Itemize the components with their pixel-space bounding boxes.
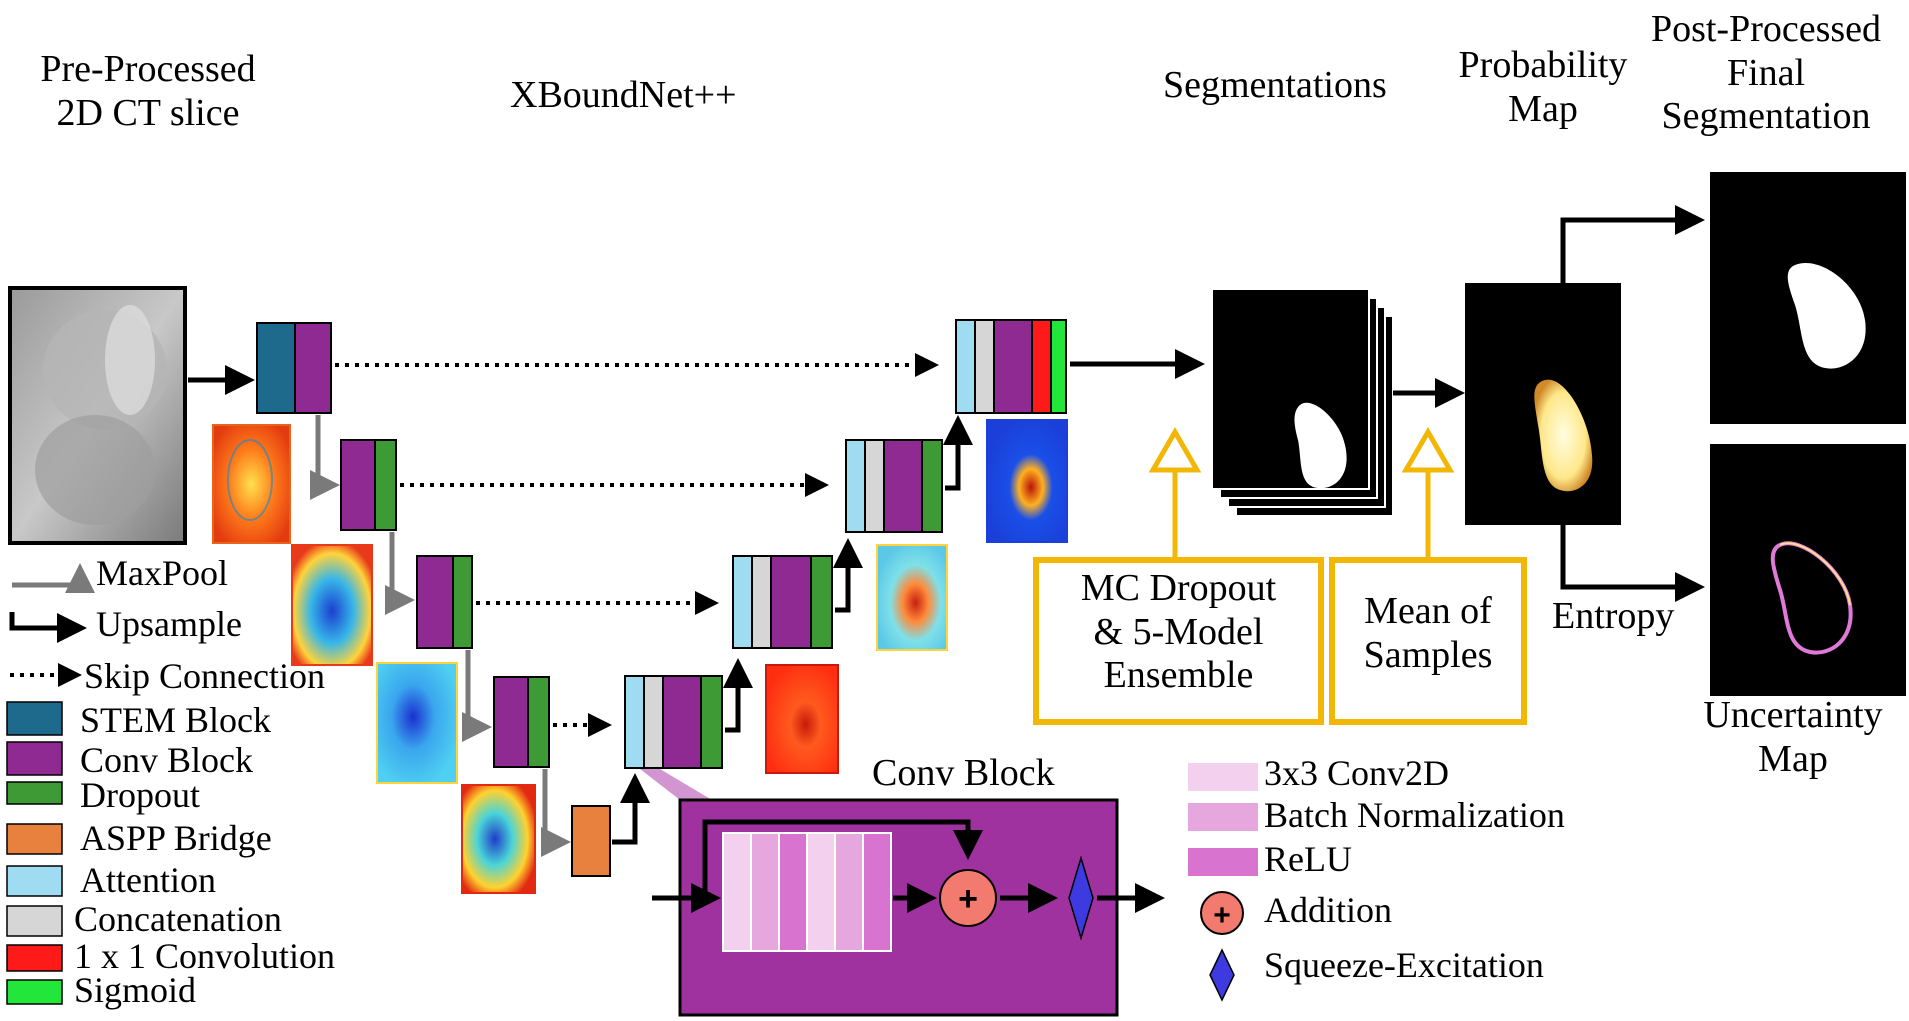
- decoder-block-1: [955, 319, 1067, 414]
- legend-upsample-label: Upsample: [96, 604, 242, 644]
- branch-arrows: [1560, 205, 1705, 602]
- final-title-line-1: Post-Processed: [1650, 8, 1882, 50]
- squeeze-excitation-node: [1068, 855, 1094, 941]
- legend-maxpool-label: MaxPool: [96, 553, 229, 593]
- feature-map-3: [376, 662, 458, 784]
- input-title-line-2: 2D CT slice: [56, 91, 240, 134]
- final-segmentation-image: [1710, 172, 1906, 424]
- conv-block-arrows: [652, 819, 1165, 913]
- probability-title-line-1: Probability: [1458, 44, 1628, 86]
- feature-map-2: [291, 544, 373, 666]
- mc-dropout-line-2: & 5-Model: [1093, 610, 1264, 653]
- mc-dropout-line-1: MC Dropout: [1080, 567, 1277, 609]
- mean-samples-arrow: [1401, 427, 1455, 560]
- segmentations-title: Segmentations: [1163, 64, 1387, 106]
- legend-batchnorm-label: Batch Normalization: [1264, 795, 1565, 835]
- decoder-block-2: [845, 439, 943, 533]
- legend-dropout-label: Dropout: [80, 775, 200, 815]
- final-title: Post-Processed Final Segmentation: [1628, 8, 1904, 139]
- legend-right-swatches: +: [1188, 763, 1258, 1002]
- uncertainty-title: Uncertainty Map: [1680, 694, 1906, 781]
- legend-aspp-label: ASPP Bridge: [80, 818, 272, 858]
- probability-map-image: [1465, 283, 1621, 525]
- uncertainty-map-image: [1710, 444, 1906, 696]
- legend-addition-label: Addition: [1264, 890, 1393, 930]
- feature-map-1: [212, 424, 291, 544]
- conv-block-title: Conv Block: [872, 752, 1055, 794]
- final-title-line-2: Final: [1726, 51, 1806, 94]
- input-title: Pre-Processed 2D CT slice: [8, 48, 288, 135]
- legend-stem-label: STEM Block: [80, 700, 272, 740]
- legend-1x1conv-label: 1 x 1 Convolution: [74, 936, 336, 976]
- probability-title: Probability Map: [1435, 44, 1651, 131]
- segmentation-stack: [1211, 288, 1394, 517]
- legend-upsample-sample: [9, 612, 87, 643]
- feature-map-5: [765, 664, 839, 774]
- legend-attention-label: Attention: [80, 860, 216, 900]
- feature-map-7: [986, 419, 1068, 543]
- conv-block-connector: [640, 769, 712, 800]
- feature-map-6: [876, 544, 948, 651]
- mean-of-samples-line-1: Mean of: [1364, 590, 1492, 632]
- encoder-block-2: [340, 439, 397, 531]
- addition-node: [939, 869, 997, 927]
- final-title-line-3: Segmentation: [1661, 95, 1871, 138]
- mc-dropout-text: MC Dropout & 5-Model Ensemble: [1040, 567, 1317, 698]
- feature-map-4: [461, 784, 536, 894]
- uncertainty-title-line-1: Uncertainty: [1703, 694, 1883, 736]
- mc-dropout-box: [1033, 557, 1324, 725]
- entropy-label: Entropy: [1552, 595, 1675, 637]
- skip-connections: [335, 353, 939, 737]
- legend-conv-label: Conv Block: [80, 740, 254, 780]
- mean-of-samples-text: Mean of Samples: [1336, 590, 1520, 677]
- legend-left-swatches: [6, 701, 63, 1005]
- uncertainty-title-line-2: Map: [1758, 737, 1828, 780]
- encoder-block-1: [256, 322, 332, 414]
- decoder-block-4: [624, 675, 723, 769]
- model-title: XBoundNet++: [510, 74, 737, 116]
- conv-block-panel: [678, 798, 1119, 1017]
- encoder-block-3: [416, 555, 473, 649]
- legend-concat-label: Concatenation: [74, 899, 282, 939]
- legend-conv2d-label: 3x3 Conv2D: [1264, 753, 1450, 793]
- input-title-line-1: Pre-Processed: [40, 48, 256, 90]
- mean-of-samples-line-2: Samples: [1363, 633, 1493, 676]
- encoder-block-4: [493, 676, 550, 768]
- mc-dropout-line-3: Ensemble: [1103, 654, 1254, 697]
- maxpool-arrows: [310, 415, 571, 857]
- legend-maxpool-sample: [12, 563, 95, 593]
- upsample-arrows: [612, 415, 973, 845]
- addition-node-plus: +: [958, 880, 978, 918]
- svg-text:+: +: [1213, 899, 1231, 932]
- legend-skip-label: Skip Connection: [84, 656, 325, 696]
- probability-title-line-2: Map: [1508, 87, 1578, 130]
- mean-of-samples-box: [1329, 557, 1527, 725]
- decoder-block-3: [732, 555, 833, 649]
- legend-squeeze-label: Squeeze-Excitation: [1264, 945, 1544, 985]
- ct-slice-image: [8, 286, 187, 545]
- legend-relu-label: ReLU: [1264, 839, 1352, 879]
- aspp-bridge-block: [571, 805, 611, 877]
- legend-sigmoid-label: Sigmoid: [74, 970, 197, 1010]
- mc-dropout-arrow: [1148, 427, 1202, 560]
